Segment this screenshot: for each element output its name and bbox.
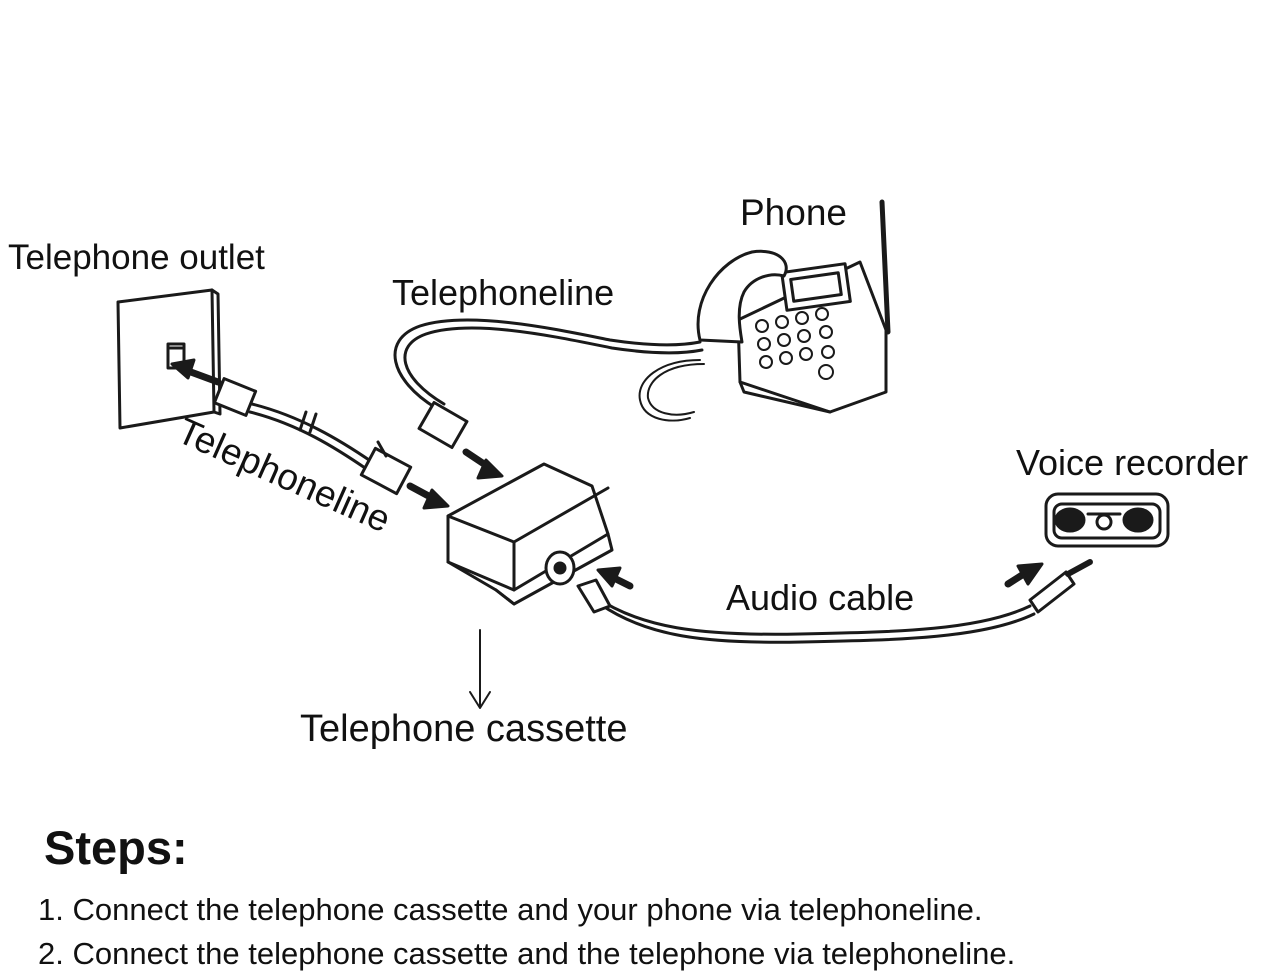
- telephoneline-left-cable: [212, 377, 413, 496]
- steps-title: Steps:: [44, 821, 188, 874]
- voice-recorder-label: Voice recorder: [1016, 442, 1249, 483]
- steps-list: 1. Connect the telephone cassette and yo…: [38, 888, 1015, 976]
- telephone-outlet-icon: [116, 288, 222, 430]
- telephoneline-top-label: Telephoneline: [392, 272, 615, 313]
- audio-cable: [576, 559, 1093, 644]
- step-item: 1. Connect the telephone cassette and yo…: [38, 892, 983, 927]
- telephone-cassette-label: Telephone cassette: [300, 708, 628, 750]
- voice-recorder-icon: [1044, 492, 1170, 548]
- top-plug-arrow-icon: [462, 448, 504, 480]
- step-item: 2. Connect the telephone cassette and th…: [38, 936, 1016, 971]
- left-plug-arrow-icon: [406, 482, 450, 510]
- audio-in-arrow-icon: [596, 566, 634, 590]
- desk-phone-icon: [638, 199, 891, 422]
- outlet-arrow-icon: [170, 358, 222, 386]
- telephone-cassette-icon: [446, 462, 614, 709]
- telephoneline-top-cable: [393, 318, 704, 449]
- audio-cable-label: Audio cable: [726, 577, 915, 618]
- recorder-arrow-icon: [1004, 562, 1044, 588]
- phone-label: Phone: [740, 192, 847, 233]
- telephone-outlet-label: Telephone outlet: [8, 238, 265, 277]
